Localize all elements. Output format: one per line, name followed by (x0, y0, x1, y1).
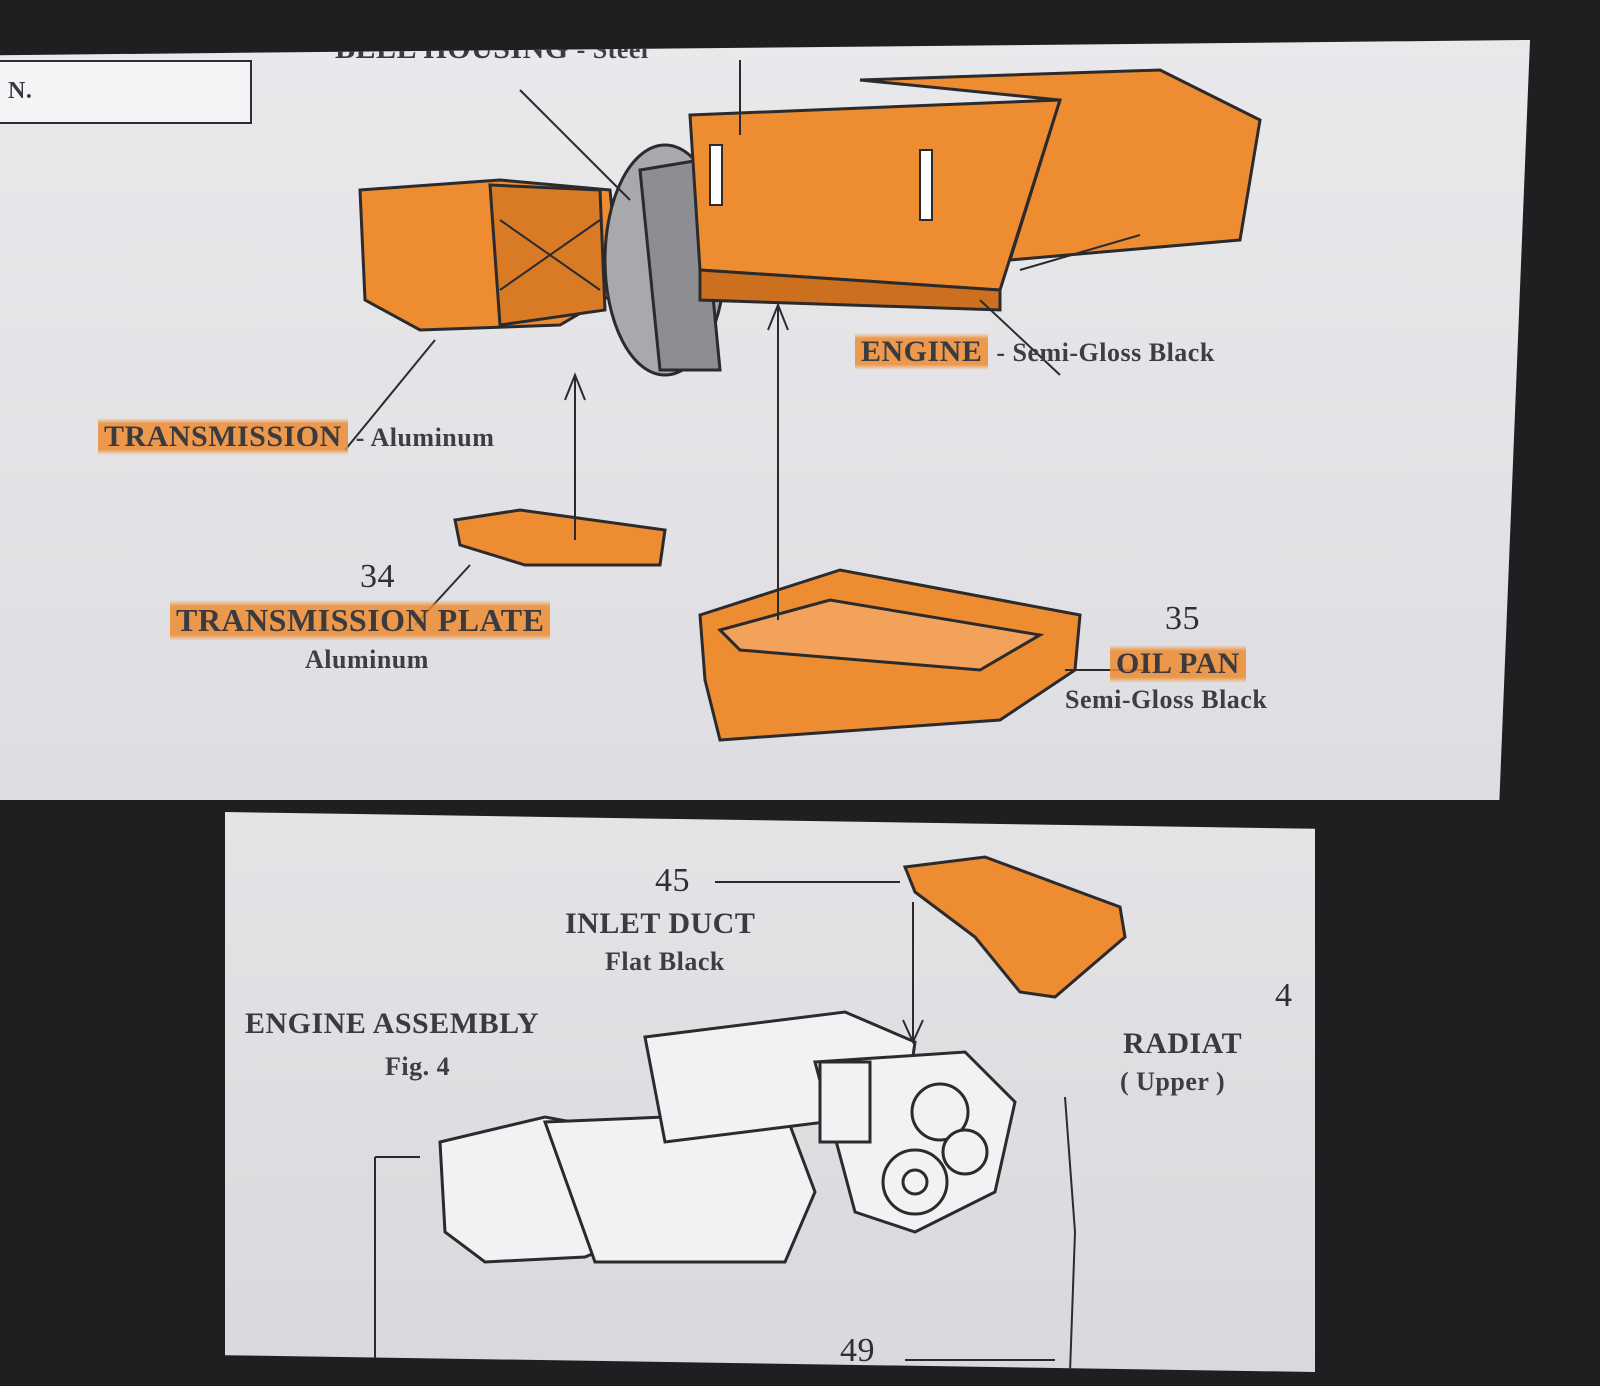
radiator-qualifier: ( Upper ) (1120, 1067, 1226, 1096)
inlet-duct-name: INLET DUCT (565, 907, 756, 940)
oil-pan-part (698, 568, 1082, 742)
engine-label: ENGINE - Semi-Gloss Black (855, 333, 1215, 370)
engine-assembly-figure: Fig. 4 (385, 1052, 451, 1081)
inlet-duct-number: 45 (655, 862, 690, 899)
engine-assembly-illustration (374, 855, 1127, 1372)
engine-assembly-title: ENGINE ASSEMBLY (245, 1007, 539, 1040)
corner-fragment-text: N. (8, 78, 33, 104)
engine-name: ENGINE (855, 333, 989, 370)
transmission-plate-number: 34 (360, 558, 395, 595)
bottom-instruction-sheet: 45 INLET DUCT Flat Black ENGINE ASSEMBLY… (225, 812, 1315, 1372)
assembly-leader-lines (374, 881, 1077, 1372)
corner-fragment-box: N. (0, 60, 252, 124)
transmission-plate-part (453, 508, 667, 567)
engine-part (688, 68, 1262, 312)
hose-number: 49 (840, 1332, 875, 1369)
oil-pan-finish: Semi-Gloss Black (1065, 685, 1268, 714)
engine-assembly-part (438, 1010, 1017, 1264)
leader-lines (344, 60, 1150, 671)
radiator-number-fragment: 4 (1275, 977, 1293, 1014)
transmission-part (358, 178, 622, 332)
transmission-finish: - Aluminum (355, 423, 495, 452)
radiator-name: RADIAT (1123, 1027, 1243, 1060)
transmission-label: TRANSMISSION - Aluminum (98, 418, 495, 455)
bell-housing-finish: - Steel (576, 40, 649, 64)
engine-parts-illustration (344, 60, 1262, 742)
oil-pan-number: 35 (1165, 600, 1200, 637)
transmission-plate-finish: Aluminum (305, 645, 429, 674)
inlet-duct-finish: Flat Black (605, 947, 725, 976)
bell-housing-name: BELL HOUSING (335, 40, 569, 65)
transmission-name: TRANSMISSION (98, 418, 348, 455)
transmission-plate-name: TRANSMISSION PLATE (170, 600, 551, 641)
bell-housing-label: BELL HOUSING - Steel (335, 40, 649, 66)
top-instruction-sheet: N. (0, 40, 1530, 800)
inlet-duct-part (902, 855, 1127, 999)
oil-pan-name: OIL PAN (1110, 645, 1246, 683)
engine-finish: - Semi-Gloss Black (996, 338, 1215, 367)
